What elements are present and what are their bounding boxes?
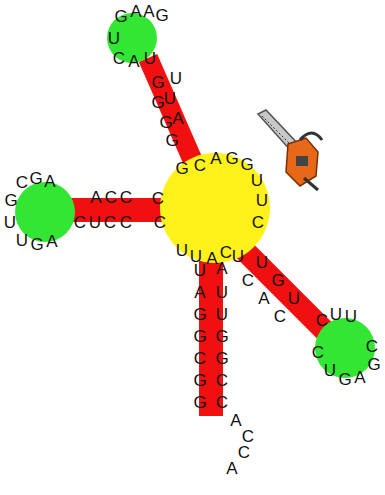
nucleotide-letter: U [4, 214, 16, 231]
nucleotide-letter: U [216, 284, 228, 301]
nucleotide-letter: G [155, 7, 168, 24]
helix-stem [240, 246, 330, 336]
helix-stems [68, 58, 330, 416]
nucleotide-letter: C [74, 214, 86, 231]
nucleotide-letter: U [232, 248, 244, 265]
chainsaw-icon [258, 110, 322, 190]
nucleotide-letter: G [159, 114, 172, 131]
saw-body [286, 138, 318, 186]
nucleotide-letter: C [242, 272, 254, 289]
nucleotide-letter: U [251, 172, 263, 189]
nucleotide-letter: C [220, 244, 232, 261]
nucleotide-letter: A [226, 460, 237, 477]
nucleotide-letter: C [105, 189, 117, 206]
nucleotide-letter: G [240, 156, 253, 173]
nucleotide-letter: C [274, 308, 286, 325]
nucleotide-letter: G [114, 8, 127, 25]
nucleotide-letter: C [252, 214, 264, 231]
nucleotide-letter: U [144, 50, 156, 67]
nucleotide-letter: C [216, 372, 228, 389]
nucleotide-letter: G [193, 328, 206, 345]
nucleotide-letter: U [288, 290, 300, 307]
nucleotide-letter: U [108, 30, 120, 47]
nucleotide-letter: G [193, 372, 206, 389]
nucleotide-letter: C [312, 344, 324, 361]
nucleotide-letter: U [16, 232, 28, 249]
nucleotide-letter: C [120, 189, 132, 206]
nucleotide-letter: C [152, 190, 164, 207]
nucleotide-letter: A [90, 189, 101, 206]
nucleotide-letter: U [216, 306, 228, 323]
saw-engine [296, 156, 308, 166]
nucleotide-letter: C [16, 174, 28, 191]
nucleotide-letter: A [230, 412, 241, 429]
nucleotide-letter: G [175, 160, 188, 177]
multi-loop [160, 153, 270, 263]
nucleotide-letter: C [316, 312, 328, 329]
nucleotide-letter: C [238, 444, 250, 461]
nucleotide-letter: U [164, 90, 176, 107]
nucleotide-letter: U [256, 254, 268, 271]
nucleotide-letter: A [172, 110, 183, 127]
nucleotide-letter: C [194, 350, 206, 367]
nucleotide-letter: G [225, 150, 238, 167]
nucleotide-letter: G [4, 192, 17, 209]
nucleotide-letter: G [367, 356, 380, 373]
nucleotide-letter: G [193, 394, 206, 411]
nucleotide-letter: A [128, 53, 139, 70]
nucleotide-letter: G [29, 170, 42, 187]
nucleotide-letter: U [256, 192, 268, 209]
nucleotide-letter: A [194, 284, 205, 301]
nucleotide-letter: U [170, 70, 182, 87]
nucleotide-letter: G [193, 306, 206, 323]
nucleotide-letter: A [143, 3, 154, 20]
nucleotide-letter: A [258, 290, 269, 307]
nucleotide-letter: A [354, 369, 365, 386]
nucleotide-letter: A [206, 250, 217, 267]
nucleotide-letter: U [176, 242, 188, 259]
nucleotide-letter: G [165, 132, 178, 149]
nucleotide-letter: A [46, 233, 57, 250]
nucleotide-letter: C [104, 214, 116, 231]
nucleotide-letter: C [242, 428, 254, 445]
nucleotide-letter: G [215, 350, 228, 367]
nucleotide-letter: G [151, 74, 164, 91]
nucleotide-letter: U [330, 306, 342, 323]
nucleotide-letter: G [30, 236, 43, 253]
nucleotide-letter: A [130, 3, 141, 20]
saw-handle [300, 133, 322, 140]
nucleotide-letter: U [89, 214, 101, 231]
helix-stem [148, 58, 196, 168]
nucleotide-letter: G [215, 328, 228, 345]
nucleotide-letter: A [216, 260, 227, 277]
nucleotide-letter: G [151, 94, 164, 111]
nucleotide-letter: A [44, 173, 55, 190]
nucleotide-letter: C [154, 214, 166, 231]
nucleotide-letter: C [194, 157, 206, 174]
nucleotide-letter: U [194, 262, 206, 279]
nucleotide-letter: U [324, 362, 336, 379]
nucleotide-letter: C [113, 50, 125, 67]
nucleotide-letter: G [271, 272, 284, 289]
nucleotide-letter: A [210, 150, 221, 167]
nucleotide-letter: C [366, 338, 378, 355]
saw-rear-handle [304, 178, 318, 190]
nucleotide-letter: G [338, 371, 351, 388]
nucleotide-letter: C [216, 394, 228, 411]
nucleotide-letter: U [345, 308, 357, 325]
nucleotide-letter: C [120, 214, 132, 231]
